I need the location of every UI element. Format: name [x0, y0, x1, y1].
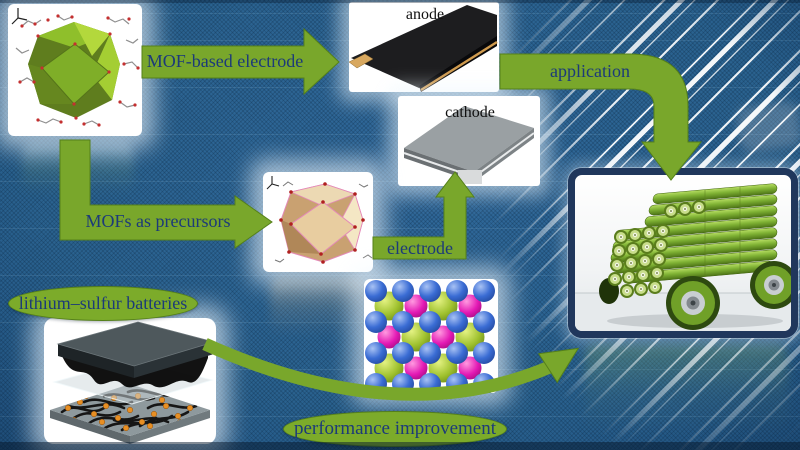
performance-improvement-label: performance improvement [293, 418, 497, 439]
slab-reflection-artifact [735, 99, 800, 155]
cell-stack-illustration [50, 321, 216, 444]
xyz-axes-icon [266, 176, 280, 190]
atomic-lattice-figure [364, 279, 498, 393]
anode-electrode-figure: anode [349, 2, 499, 92]
application-label: application [550, 61, 630, 81]
mofs-as-precursors-label: MOFs as precursors [85, 211, 231, 231]
battery-car-figure [568, 168, 798, 338]
mof-crystal-figure [8, 4, 142, 136]
mof-based-electrode-label: MOF-based electrode [146, 51, 304, 71]
xyz-axes-icon [11, 8, 28, 25]
atomic-lattice-illustration [365, 280, 495, 393]
lithium-sulfur-batteries-label: lithium–sulfur batteries [18, 293, 188, 313]
mof-reflection [22, 142, 134, 194]
battery-car-illustration [575, 183, 791, 331]
arrow-performance-head [537, 347, 580, 384]
mof-crystal-illustration [11, 8, 140, 127]
front-wheel [666, 276, 720, 330]
lithium-sulfur-batteries-badge: lithium–sulfur batteries [8, 286, 198, 321]
anode-label: anode [405, 6, 445, 23]
car-reflection [584, 344, 788, 434]
derived-octahedron-illustration [266, 176, 373, 264]
octahedron-reflection [270, 276, 366, 336]
performance-improvement-badge: performance improvement [283, 411, 507, 447]
electrode-label: electrode [387, 238, 453, 258]
cathode-label: cathode [445, 104, 495, 121]
mof-derived-octahedron-figure [263, 172, 373, 272]
lithium-sulfur-cell-stack-figure [44, 318, 216, 444]
cathode-electrode-figure: cathode [398, 96, 540, 186]
